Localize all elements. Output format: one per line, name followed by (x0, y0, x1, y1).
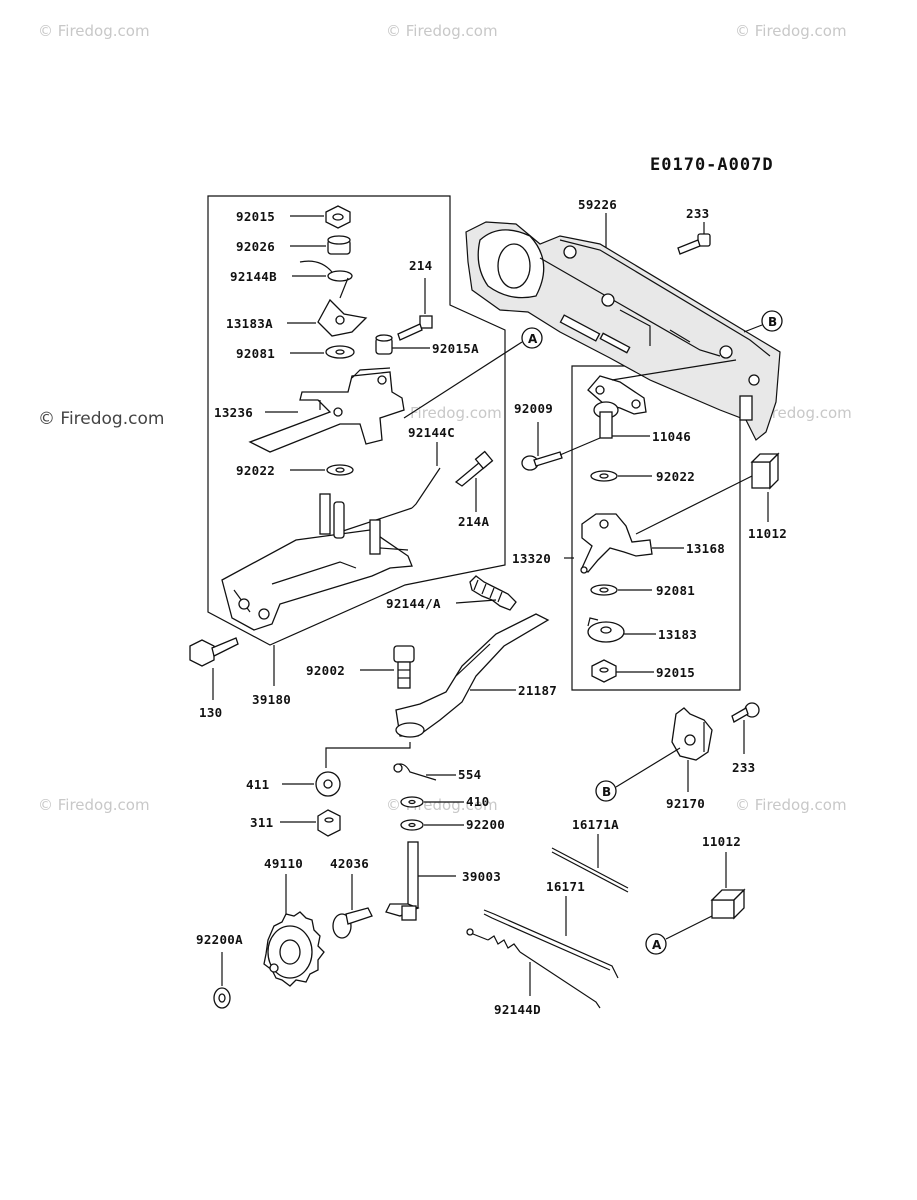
part-92015A-collar (375, 334, 393, 355)
label-214: 214 (409, 258, 432, 273)
part-92144D-spring (466, 928, 601, 1009)
part-39180-bracket (221, 493, 413, 631)
part-233-bolt-lower (731, 702, 760, 723)
watermark-mid-center: Firedog.com (410, 404, 502, 422)
part-233-bolt-top (677, 233, 711, 255)
part-13183-plate (587, 617, 625, 643)
label-92015-right: 92015 (656, 665, 695, 680)
label-92009: 92009 (514, 401, 553, 416)
label-554: 554 (458, 767, 481, 782)
part-16171-rod (483, 909, 619, 979)
label-39180: 39180 (252, 692, 291, 707)
part-92009-bolt (521, 451, 563, 471)
part-214-bolt (397, 315, 433, 341)
watermark-mid-left: © Firedog.com (38, 409, 164, 429)
callout-a-left (521, 327, 543, 349)
label-233-top: 233 (686, 206, 709, 221)
label-92200: 92200 (466, 817, 505, 832)
left-group-outline (207, 195, 506, 646)
label-11012-top: 11012 (748, 526, 787, 541)
label-92002: 92002 (306, 663, 345, 678)
callout-a-left-text: A (528, 332, 538, 346)
label-233-lower: 233 (732, 760, 755, 775)
label-92081-right: 92081 (656, 583, 695, 598)
callout-a-lower (645, 933, 667, 955)
label-59226: 59226 (578, 197, 617, 212)
part-92015-nut-right (591, 659, 617, 683)
part-49110-gear (263, 911, 325, 987)
part-11046-lever (587, 375, 647, 439)
watermark-top-center: © Firedog.com (386, 22, 498, 40)
label-92015A: 92015A (432, 341, 479, 356)
label-92170: 92170 (666, 796, 705, 811)
part-39003-shaft (385, 841, 420, 921)
watermark-top-right: © Firedog.com (735, 22, 847, 40)
part-92002-bolt (393, 645, 415, 689)
part-92015-nut (325, 205, 351, 229)
label-11012-lower: 11012 (702, 834, 741, 849)
part-214A-bolt (454, 450, 494, 487)
part-21187-arm (395, 613, 550, 738)
part-13168-bracket (580, 513, 653, 574)
label-92026: 92026 (236, 239, 275, 254)
label-21187: 21187 (518, 683, 557, 698)
part-92144B-spring (299, 260, 353, 299)
part-311-nut (317, 809, 341, 837)
part-13183A-plate (317, 298, 368, 337)
part-11012-block-lower (710, 888, 746, 920)
label-311: 311 (250, 815, 273, 830)
label-92144D: 92144D (494, 1002, 541, 1017)
label-92081: 92081 (236, 346, 275, 361)
label-13183: 13183 (658, 627, 697, 642)
label-13168: 13168 (686, 541, 725, 556)
label-92022-left: 92022 (236, 463, 275, 478)
callout-b-top (761, 310, 783, 332)
part-16171A-cable (551, 847, 629, 893)
label-92144C: 92144C (408, 425, 455, 440)
label-49110: 49110 (264, 856, 303, 871)
label-92015: 92015 (236, 209, 275, 224)
part-13236-lever (248, 367, 405, 453)
label-13320: 13320 (512, 551, 551, 566)
label-411: 411 (246, 777, 269, 792)
part-59226-bracket (465, 221, 781, 441)
watermark-mid-right: Firedog.com (760, 404, 852, 422)
label-16171A: 16171A (572, 817, 619, 832)
callout-a-lower-text: A (652, 938, 662, 952)
part-130-bolt (189, 637, 239, 667)
part-11012-block-top (750, 452, 780, 490)
label-13236: 13236 (214, 405, 253, 420)
label-39003: 39003 (462, 869, 501, 884)
part-92026-collar (327, 235, 351, 255)
label-42036: 42036 (330, 856, 369, 871)
label-16171: 16171 (546, 879, 585, 894)
part-554-clip (393, 763, 437, 781)
watermark-low-right: © Firedog.com (735, 796, 847, 814)
part-92144A-spring (469, 575, 517, 611)
part-42036-pin (332, 907, 373, 939)
watermark-low-left: © Firedog.com (38, 796, 150, 814)
callout-b-lower (595, 780, 617, 802)
label-92200A: 92200A (196, 932, 243, 947)
label-11046: 11046 (652, 429, 691, 444)
label-214A: 214A (458, 514, 489, 529)
part-92170-clamp (671, 707, 713, 761)
diagram-code: E0170-A007D (650, 155, 774, 175)
watermarks: © Firedog.com © Firedog.com © Firedog.co… (38, 22, 852, 814)
label-410: 410 (466, 794, 489, 809)
label-92022-right: 92022 (656, 469, 695, 484)
callout-b-lower-text: B (602, 785, 611, 799)
label-130: 130 (199, 705, 222, 720)
label-92144B: 92144B (230, 269, 277, 284)
part-411-washer (315, 771, 341, 797)
label-13183A: 13183A (226, 316, 273, 331)
callout-b-top-text: B (768, 315, 777, 329)
part-92144C-spring (339, 467, 441, 533)
label-92144A: 92144/A (386, 596, 441, 611)
watermark-top-left: © Firedog.com (38, 22, 150, 40)
